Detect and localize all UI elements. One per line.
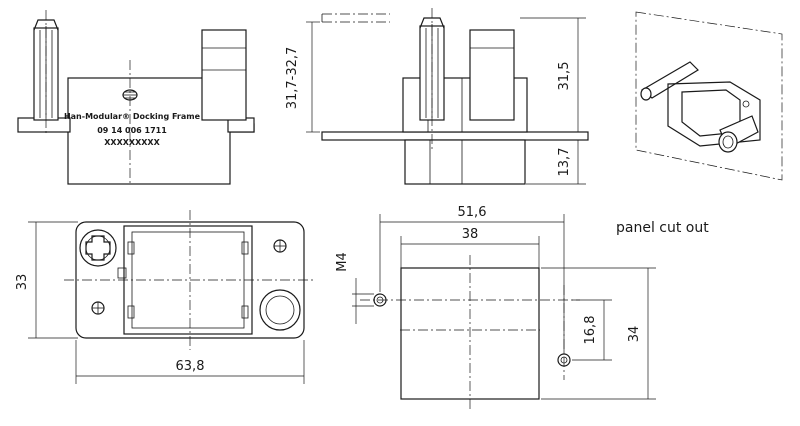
isometric-view: [635, 11, 783, 181]
dim-screw: M4: [335, 252, 350, 272]
dim-lower: 13,7: [557, 148, 572, 177]
top-guide-pin-icon: [79, 229, 117, 267]
placeholder-code: XXXXXXXXX: [104, 138, 160, 147]
dim-cutout-outer-width: 51,6: [458, 205, 487, 220]
mounting-hole-icon: [91, 301, 105, 315]
docking-frame-3d-icon: [640, 61, 761, 153]
dim-top-height: 33: [15, 274, 30, 291]
product-label: Han-Modular® Docking Frame: [64, 112, 201, 121]
cutout-title: panel cut out: [616, 220, 709, 236]
dim-top-width: 63,8: [176, 359, 205, 374]
mounting-hole-icon: [273, 239, 287, 253]
guide-pin-icon: [33, 10, 59, 136]
cutout-view: panel cut out 51,6 38 M4: [335, 205, 709, 410]
dim-cutout-inner-width: 38: [462, 227, 479, 242]
dim-cutout-height: 34: [627, 326, 642, 343]
top-view: 33 63,8: [15, 210, 316, 384]
dim-hole-spacing: 16,8: [583, 316, 598, 345]
side-guide-pin-icon: [419, 8, 445, 150]
side-view: 31,7-32,7 31,5 13,7: [285, 8, 589, 185]
screw-icon: [122, 89, 138, 101]
part-number: 09 14 006 1711: [97, 126, 167, 135]
round-tower-icon: [259, 289, 301, 331]
front-view: Han-Modular® Docking Frame 09 14 006 171…: [17, 10, 255, 185]
dim-total-height: 31,7-32,7: [285, 47, 300, 110]
dim-upper: 31,5: [557, 62, 572, 91]
